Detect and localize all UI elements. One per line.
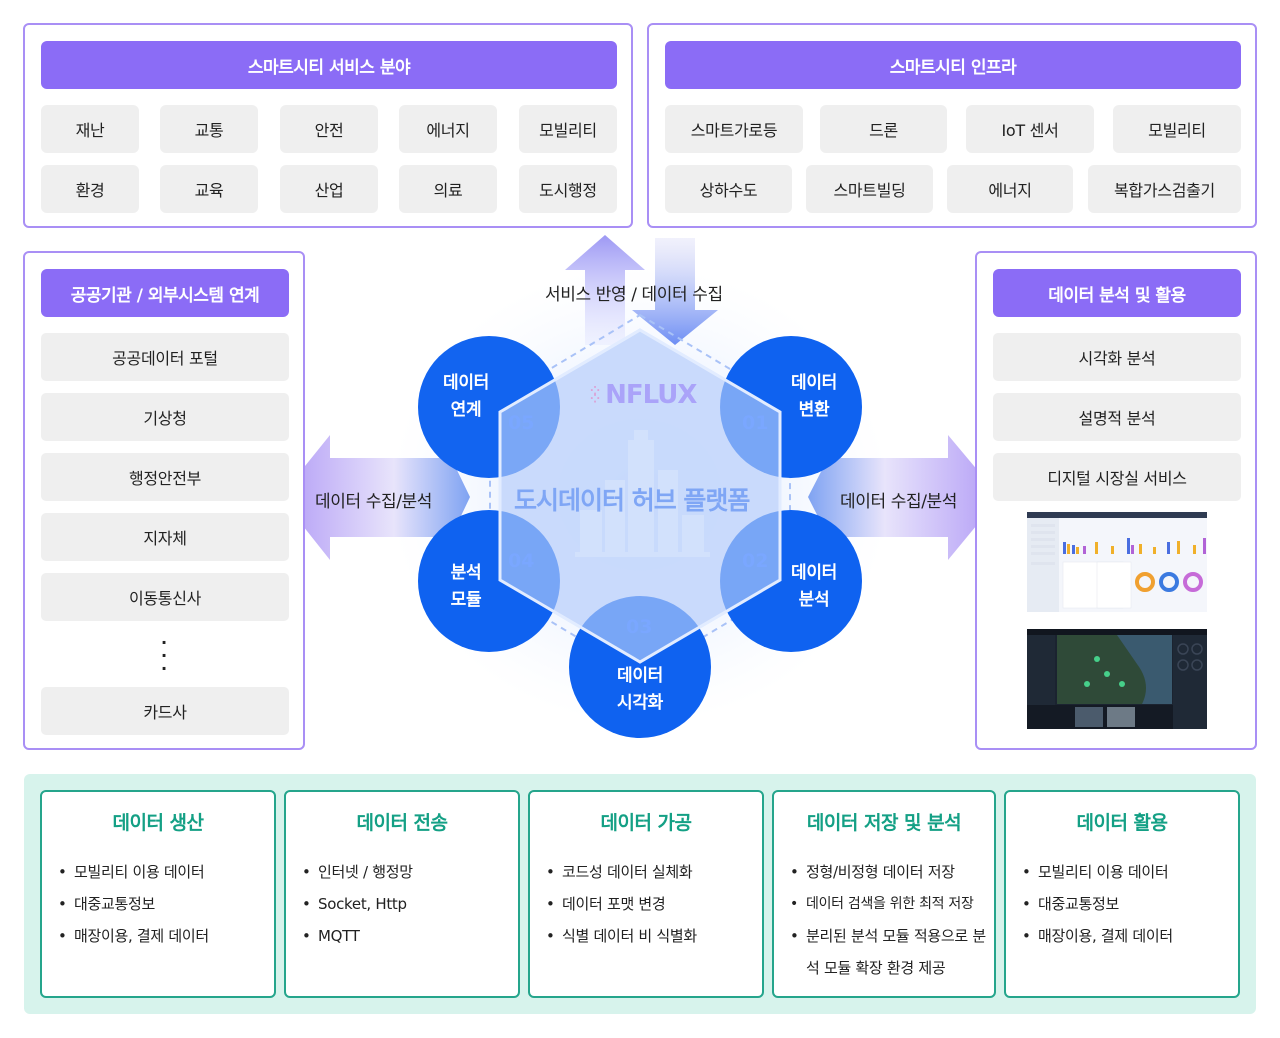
stage-data-transmission: 데이터 전송 인터넷 / 행정망 Socket, Http MQTT [284,790,520,998]
list-item: 정형/비정형 데이터 저장 [790,856,986,888]
service-panel: 스마트시티 서비스 분야 재난 교통 안전 에너지 모빌리티 환경 교육 산업 … [23,23,633,228]
analysis-item-descriptive[interactable]: 설명적 분석 [993,393,1241,441]
stage-data-processing: 데이터 가공 코드성 데이터 실체화 데이터 포맷 변경 식별 데이터 비 식별… [528,790,764,998]
public-ellipsis: · · · [160,633,168,678]
module-03-line1: 데이터 [616,666,664,686]
list-item: 모빌리티 이용 데이터 [1022,856,1230,888]
module-01-line2: 변환 [798,400,830,420]
hub-top-label: 서비스 반영 / 데이터 수집 [545,285,723,305]
hub-title: 도시데이터 허브 플랫폼 [514,486,750,515]
analysis-panel-title: 데이터 분석 및 활용 [993,269,1241,317]
public-item-weather[interactable]: 기상청 [41,393,289,441]
service-item-safety[interactable]: 안전 [280,105,378,153]
logo-dots-icon: ⁘⁘ [590,384,602,406]
stage-title: 데이터 전송 [356,812,448,834]
analysis-panel: 데이터 분석 및 활용 시각화 분석 설명적 분석 디지털 시장실 서비스 [975,251,1257,750]
module-03-line2: 시각화 [616,693,664,713]
infra-item-water[interactable]: 상하수도 [665,165,792,213]
map-dashboard-thumbnail [1027,629,1207,729]
nflux-logo: ⁘⁘ NFLUX [590,380,697,410]
service-panel-title: 스마트시티 서비스 분야 [41,41,617,89]
public-item-card-company[interactable]: 카드사 [41,687,289,735]
module-02-line1: 데이터 [790,563,838,583]
stage-title: 데이터 저장 및 분석 [806,812,962,834]
list-item: 코드성 데이터 실체화 [546,856,754,888]
list-item: MQTT [302,920,510,952]
module-02-number: 02 [742,550,769,572]
module-05-line2: 연계 [450,400,482,420]
list-item: 대중교통정보 [58,888,266,920]
module-05-number: 05 [508,412,535,434]
list-item: Socket, Http [302,888,510,920]
public-panel-title: 공공기관 / 외부시스템 연계 [41,269,289,317]
infra-panel: 스마트시티 인프라 스마트가로등 드론 IoT 센서 모빌리티 상하수도 스마트… [647,23,1257,228]
infra-item-mobility[interactable]: 모빌리티 [1113,105,1241,153]
arrow-down [632,238,718,345]
module-01-line1: 데이터 [790,373,838,393]
arrow-left [280,435,470,560]
hub-left-label: 데이터 수집/분석 [315,492,433,512]
service-item-education[interactable]: 교육 [160,165,258,213]
pipeline-section: 데이터 생산 모빌리티 이용 데이터 대중교통정보 매장이용, 결제 데이터 데… [24,774,1256,1014]
dashboard-thumbnail [1027,512,1207,612]
stage-data-production: 데이터 생산 모빌리티 이용 데이터 대중교통정보 매장이용, 결제 데이터 [40,790,276,998]
list-item: 모빌리티 이용 데이터 [58,856,266,888]
service-item-disaster[interactable]: 재난 [41,105,139,153]
stage-list: 모빌리티 이용 데이터 대중교통정보 매장이용, 결제 데이터 [58,856,266,952]
list-item: 인터넷 / 행정망 [302,856,510,888]
infra-item-streetlight[interactable]: 스마트가로등 [665,105,803,153]
stage-title: 데이터 생산 [112,812,204,834]
analysis-item-digital-mayor[interactable]: 디지털 시장실 서비스 [993,453,1241,501]
stage-title: 데이터 활용 [1076,812,1168,834]
service-item-energy[interactable]: 에너지 [399,105,497,153]
stage-list: 코드성 데이터 실체화 데이터 포맷 변경 식별 데이터 비 식별화 [546,856,754,952]
public-item-data-portal[interactable]: 공공데이터 포털 [41,333,289,381]
infra-item-iot-sensor[interactable]: IoT 센서 [966,105,1094,153]
service-item-mobility[interactable]: 모빌리티 [519,105,617,153]
infra-item-gas-detector[interactable]: 복합가스검출기 [1088,165,1241,213]
module-03-number: 03 [626,616,653,638]
module-04-line1: 분석 [450,563,482,583]
service-item-administration[interactable]: 도시행정 [519,165,617,213]
list-item: 식별 데이터 비 식별화 [546,920,754,952]
stage-title: 데이터 가공 [600,812,692,834]
module-05-line1: 데이터 [442,373,490,393]
hub-right-label: 데이터 수집/분석 [840,492,958,512]
infra-item-smart-building[interactable]: 스마트빌딩 [806,165,933,213]
module-04-line2: 모듈 [450,590,482,610]
stage-data-utilization: 데이터 활용 모빌리티 이용 데이터 대중교통정보 매장이용, 결제 데이터 [1004,790,1240,998]
public-item-interior-ministry[interactable]: 행정안전부 [41,453,289,501]
public-panel: 공공기관 / 외부시스템 연계 공공데이터 포털 기상청 행정안전부 지자체 이… [23,251,305,750]
list-item: 대중교통정보 [1022,888,1230,920]
service-item-environment[interactable]: 환경 [41,165,139,213]
module-04-number: 04 [508,550,535,572]
stage-list: 정형/비정형 데이터 저장 데이터 검색을 위한 최적 저장 분리된 분석 모듈… [790,856,986,984]
list-item: 매장이용, 결제 데이터 [58,920,266,952]
list-item: 분리된 분석 모듈 적용으로 분석 모듈 확장 환경 제공 [790,920,986,984]
logo-text: NFLUX [605,380,697,410]
stage-list: 인터넷 / 행정망 Socket, Http MQTT [302,856,510,952]
arrow-right [808,435,1000,560]
analysis-item-visualization[interactable]: 시각화 분석 [993,333,1241,381]
list-item: 매장이용, 결제 데이터 [1022,920,1230,952]
stage-data-storage-analysis: 데이터 저장 및 분석 정형/비정형 데이터 저장 데이터 검색을 위한 최적 … [772,790,996,998]
infra-item-drone[interactable]: 드론 [820,105,947,153]
public-item-telecom[interactable]: 이동통신사 [41,573,289,621]
infra-panel-title: 스마트시티 인프라 [665,41,1241,89]
stage-list: 모빌리티 이용 데이터 대중교통정보 매장이용, 결제 데이터 [1022,856,1230,952]
module-02-line2: 분석 [798,590,830,610]
list-item: 데이터 포맷 변경 [546,888,754,920]
service-item-medical[interactable]: 의료 [399,165,497,213]
arrow-up [565,235,645,345]
service-item-traffic[interactable]: 교통 [160,105,258,153]
service-item-industry[interactable]: 산업 [280,165,378,213]
list-item: 데이터 검색을 위한 최적 저장 [790,888,986,920]
infra-item-energy[interactable]: 에너지 [947,165,1073,213]
module-01-number: 01 [742,412,769,434]
public-item-local-gov[interactable]: 지자체 [41,513,289,561]
